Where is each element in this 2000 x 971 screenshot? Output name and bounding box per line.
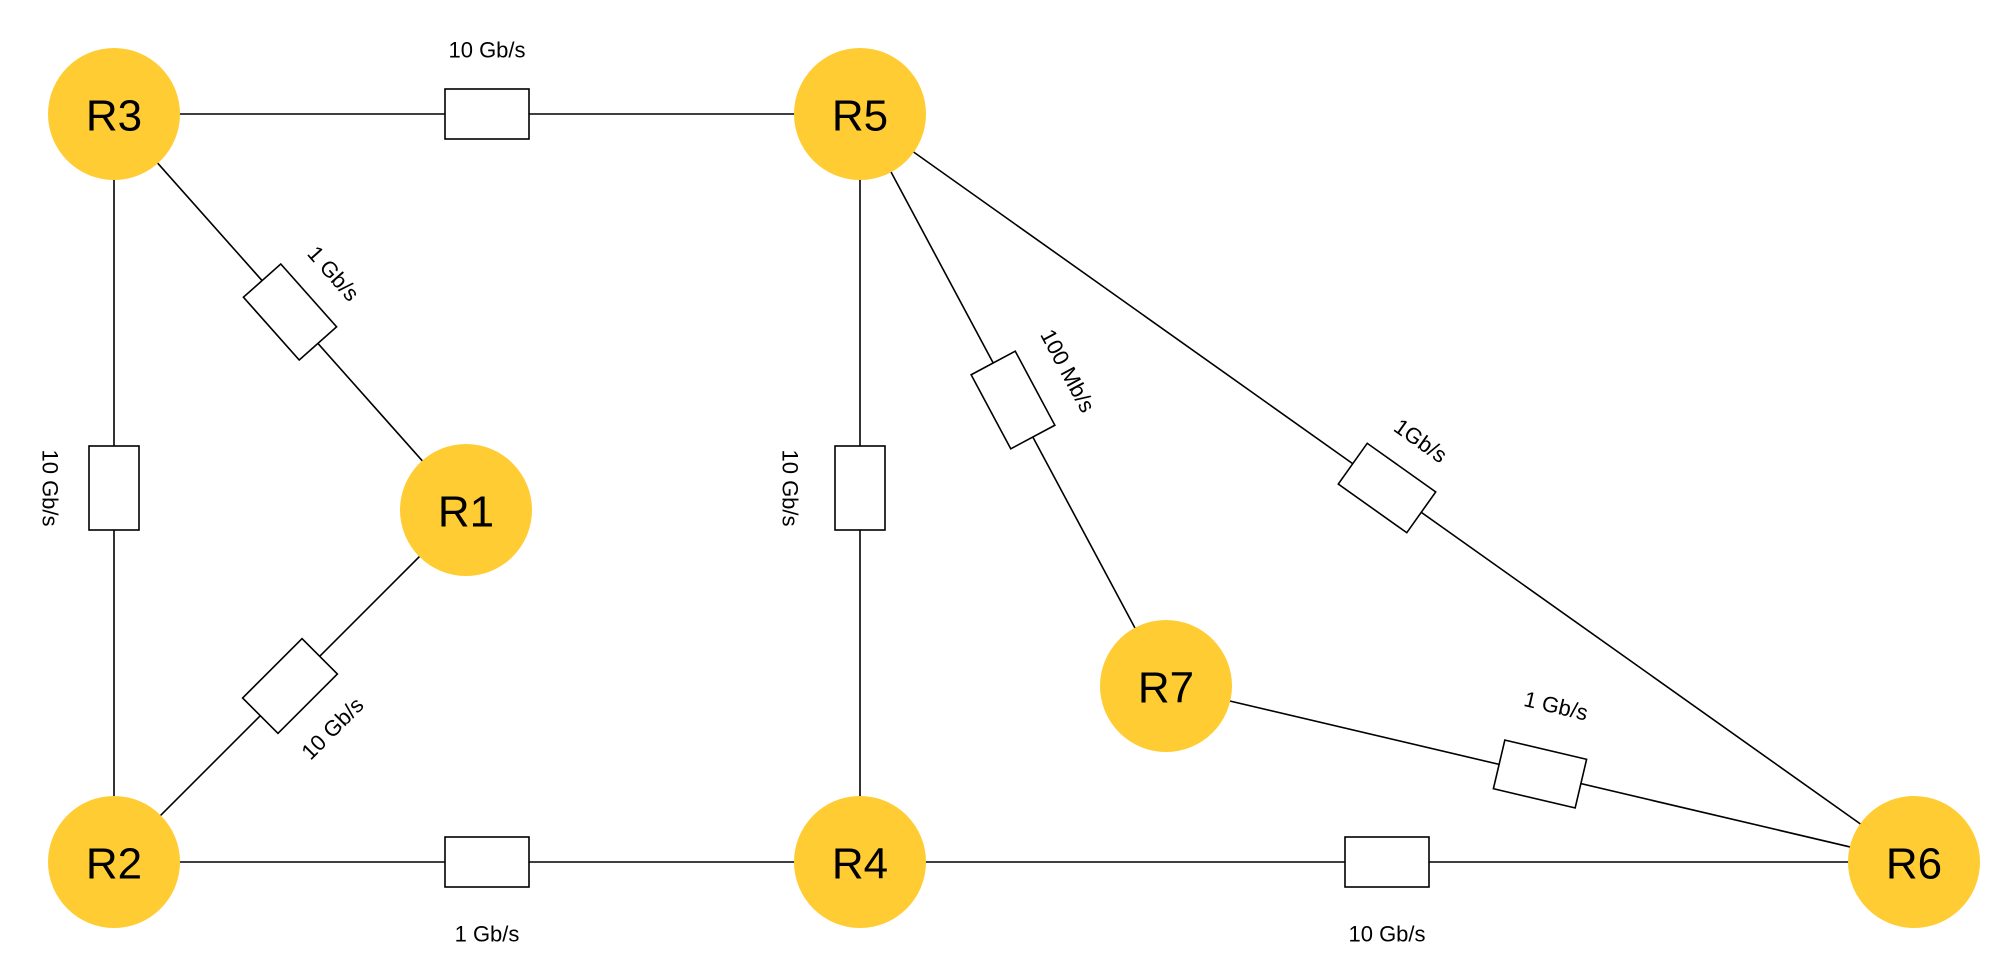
link-r2-r1: 10 Gb/s [113, 509, 467, 863]
router-label: R7 [1138, 664, 1194, 713]
link-r3-r2: 10 Gb/s [38, 114, 140, 862]
link-rate-label: 10 Gb/s [38, 449, 63, 526]
router-circle[interactable] [794, 796, 926, 928]
router-label: R3 [86, 92, 142, 141]
router-node-r4[interactable]: R4 [794, 796, 926, 928]
link-rate-label: 100 Mb/s [1035, 325, 1100, 417]
router-node-r5[interactable]: R5 [794, 48, 926, 180]
router-circle[interactable] [48, 48, 180, 180]
link-rate-box [970, 350, 1056, 450]
router-circle[interactable] [48, 796, 180, 928]
link-rate-label: 1Gb/s [1389, 414, 1451, 468]
router-node-r7[interactable]: R7 [1100, 620, 1232, 752]
link-r2-r4: 1 Gb/s [114, 836, 860, 947]
link-rate-label: 1 Gb/s [1522, 686, 1591, 725]
link-r5-r7: 100 Mb/s [859, 113, 1167, 687]
router-node-r1[interactable]: R1 [400, 444, 532, 576]
link-r3-r1: 1 Gb/s [113, 113, 467, 511]
router-node-r3[interactable]: R3 [48, 48, 180, 180]
link-rate-box [444, 88, 530, 140]
link-r7-r6: 1 Gb/s [1165, 685, 1915, 863]
router-circle[interactable] [1848, 796, 1980, 928]
link-rate-box [241, 637, 339, 735]
router-label: R5 [832, 92, 888, 141]
router-label: R4 [832, 840, 888, 889]
links-layer: 10 Gb/s 10 Gb/s 1 Gb/s 10 Gb/s 1 Gb/s 10 Gb/s… [38, 38, 1915, 947]
link-rate-box [242, 262, 338, 362]
link-rate-box [1344, 836, 1430, 888]
link-rate-label: 1 Gb/s [455, 922, 520, 947]
link-rate-box [834, 445, 886, 531]
link-r5-r4: 10 Gb/s [778, 114, 886, 862]
router-circle[interactable] [1100, 620, 1232, 752]
router-node-r2[interactable]: R2 [48, 796, 180, 928]
link-r3-r5: 10 Gb/s [114, 38, 860, 140]
link-rate-label: 10 Gb/s [778, 449, 803, 526]
router-label: R2 [86, 840, 142, 889]
router-circle[interactable] [794, 48, 926, 180]
link-rate-label: 10 Gb/s [448, 38, 525, 63]
link-r4-r6: 10 Gb/s [860, 836, 1914, 947]
link-rate-box [1337, 442, 1437, 534]
link-rate-box [444, 836, 530, 888]
link-rate-box [88, 445, 140, 531]
router-label: R1 [438, 488, 494, 537]
link-rate-label: 1 Gb/s [302, 241, 364, 306]
router-circle[interactable] [400, 444, 532, 576]
router-node-r6[interactable]: R6 [1848, 796, 1980, 928]
router-label: R6 [1886, 840, 1942, 889]
link-rate-label: 10 Gb/s [1348, 922, 1425, 947]
link-r5-r6: 1Gb/s [859, 113, 1915, 863]
link-rate-box [1492, 739, 1588, 809]
